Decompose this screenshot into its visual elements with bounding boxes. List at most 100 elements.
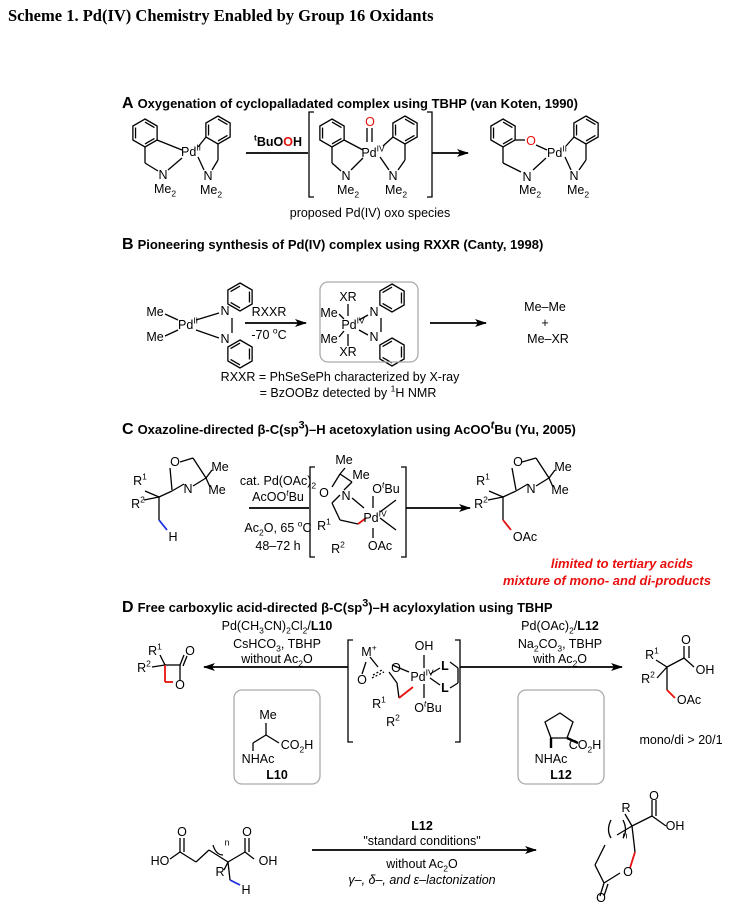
- condition-time: 48–72 h: [255, 538, 301, 553]
- tbuooh-reagent: tBuOOH: [254, 132, 302, 149]
- pd-iv-label: PdIV: [341, 315, 365, 332]
- text-segment: CN): [263, 618, 287, 633]
- text-segment: Pd: [363, 510, 379, 525]
- nitrogen-label: N: [526, 481, 536, 496]
- text-segment: cat. Pd(OAc): [239, 473, 312, 488]
- oac-label: OAc: [512, 529, 538, 544]
- nitrogen-label: N: [569, 168, 579, 183]
- r2-label: R2: [641, 669, 655, 686]
- superscript: IV: [356, 315, 365, 326]
- double-bond: [404, 118, 415, 126]
- xr-label: XR: [339, 344, 357, 359]
- condition-catalyst: cat. Pd(OAc)2: [239, 473, 316, 490]
- nitrogen-label: N: [341, 488, 351, 503]
- text-segment: CsHCO: [233, 636, 277, 651]
- r-label: R: [621, 800, 631, 815]
- text-segment: Me: [153, 181, 172, 196]
- carbonyl-oxygen-label: O: [242, 824, 252, 839]
- ligand-l10-label: L10: [266, 767, 288, 782]
- double-bond: [230, 301, 241, 309]
- r-label: R: [215, 864, 225, 879]
- text-segment: Bu: [384, 481, 400, 496]
- superscript: t: [254, 132, 257, 143]
- text-segment: R: [641, 671, 651, 686]
- oxygen-label: O: [526, 133, 536, 148]
- text-segment: Pd: [546, 145, 563, 160]
- subscript: 2: [587, 744, 593, 755]
- nme2-label: Me2: [567, 184, 589, 199]
- superscript: o: [297, 518, 303, 529]
- r1-label: R1: [645, 645, 659, 662]
- double-bond: [331, 137, 342, 145]
- ethane-product: Me‒Me: [524, 299, 566, 314]
- hydroxyl-label: OH: [665, 818, 685, 833]
- superscript: 1: [485, 471, 490, 482]
- oxygen-label: O: [391, 660, 401, 675]
- nme2-label: Me2: [337, 184, 359, 199]
- subscript: 2: [171, 188, 177, 199]
- ring-oxygen-label: O: [175, 677, 185, 692]
- complex-b-start: [164, 312, 233, 339]
- pd-ii-label: PdII: [178, 316, 198, 332]
- text-segment: Me: [199, 182, 218, 197]
- otbu-label: OtBu: [372, 480, 400, 496]
- subscript: 2: [299, 744, 305, 755]
- superscript: 1: [654, 645, 659, 656]
- text-segment: BuO: [256, 134, 284, 149]
- text-segment: O: [414, 700, 425, 715]
- subscript: 2: [217, 189, 223, 200]
- palladacycle-c: [331, 467, 397, 538]
- text-segment: Pd: [341, 317, 357, 332]
- aromatic-ring: [490, 118, 516, 148]
- aromatic-ring: [227, 339, 253, 369]
- superscript: 2: [650, 669, 655, 680]
- text-segment: Na: [517, 636, 534, 651]
- subscript: 2: [402, 189, 408, 200]
- text-segment: without Ac: [386, 856, 444, 871]
- text-segment: O: [577, 651, 588, 666]
- text-segment: R: [474, 496, 484, 511]
- r1-label: R1: [148, 642, 162, 658]
- superscript: +: [371, 642, 377, 653]
- methyl-label: Me: [320, 331, 338, 346]
- diacid-substrate: [169, 838, 255, 886]
- section-letter: A: [122, 95, 134, 112]
- double-bond: [502, 137, 513, 145]
- r2-label: R2: [131, 495, 145, 511]
- bracket-left: [309, 466, 315, 558]
- aromatic-ring: [227, 282, 253, 312]
- nitrogen-label: N: [158, 167, 168, 182]
- co2h-label: CO2H: [569, 739, 602, 755]
- lactonization-scope: γ–, δ–, and ε–lactonization: [348, 872, 496, 887]
- oac-label: OAc: [676, 692, 702, 707]
- aromatic-ring: [573, 115, 599, 145]
- superscript: 1: [381, 694, 386, 705]
- right-condition-additive: with Ac2O: [533, 651, 588, 668]
- text-segment: R: [317, 518, 327, 533]
- text-segment: R: [137, 660, 147, 675]
- oxazoline-substrate: [143, 457, 213, 531]
- oxygen-label: O: [170, 454, 180, 469]
- superscript: 2: [483, 494, 488, 505]
- bracket-right: [455, 639, 461, 743]
- superscript: t: [424, 698, 427, 709]
- oxygen-label: O: [319, 485, 329, 500]
- standard-conditions-label: "standard conditions": [363, 833, 481, 848]
- otbu-label: OtBu: [414, 698, 441, 715]
- double-bond: [585, 118, 596, 126]
- double-bond: [382, 302, 393, 310]
- hydroxyl-label: OH: [695, 662, 715, 677]
- hydrogen-label: H: [241, 882, 251, 897]
- text-segment: O: [302, 651, 313, 666]
- nitrogen-label: N: [203, 168, 213, 183]
- superscript: 1: [326, 516, 331, 527]
- complex-a-oxo: [331, 128, 406, 172]
- nitrogen-label: N: [388, 168, 398, 183]
- text-segment: Pd: [361, 145, 377, 160]
- heading-text: Free carboxylic acid-directed β-C(sp3)–H…: [138, 598, 553, 615]
- bottom-ligand-label: L12: [411, 818, 433, 833]
- nitrogen-label: N: [369, 329, 379, 344]
- text-segment: C: [277, 327, 287, 342]
- text-segment: L10: [310, 618, 333, 633]
